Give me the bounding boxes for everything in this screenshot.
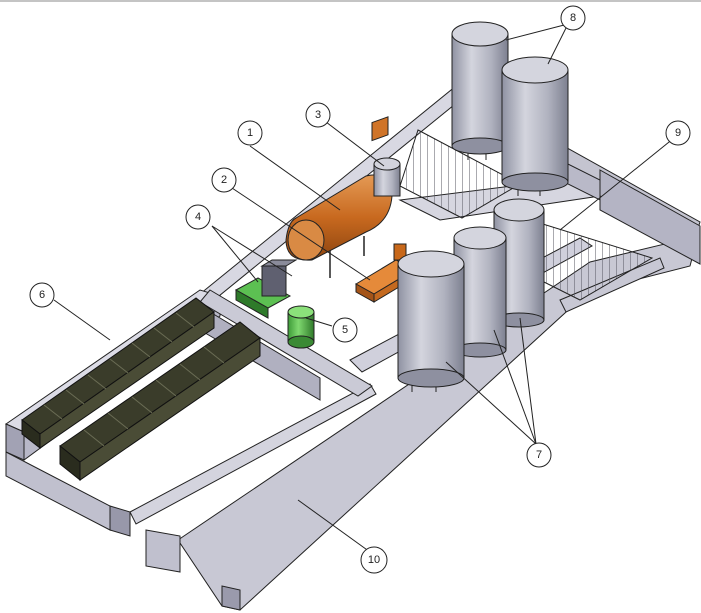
leader-10 bbox=[297, 499, 371, 553]
crate-rows bbox=[21, 297, 261, 482]
callout-group-6: 6 bbox=[29, 282, 55, 308]
green-equipment bbox=[234, 259, 298, 319]
callout-2-circle bbox=[211, 167, 237, 193]
green-cylinder bbox=[287, 305, 315, 349]
callout-10-circle bbox=[360, 546, 388, 574]
callout-group-7: 7 bbox=[526, 442, 552, 468]
crate-row-2-end bbox=[59, 444, 81, 482]
leader-4a bbox=[211, 225, 259, 283]
callout-1-circle bbox=[237, 120, 263, 146]
callout-1-label: 1 bbox=[247, 127, 253, 139]
leader-7b bbox=[493, 329, 537, 445]
leader-5 bbox=[305, 317, 333, 327]
callout-7-circle bbox=[526, 442, 552, 468]
left-wing-floor-edge bbox=[129, 383, 377, 525]
leader-9 bbox=[559, 137, 675, 231]
leader-7a bbox=[445, 361, 537, 445]
callout-5-circle bbox=[332, 317, 358, 343]
callout-3-circle bbox=[305, 102, 331, 128]
leader-3 bbox=[325, 121, 385, 167]
leader-2 bbox=[231, 187, 371, 281]
callout-3-label: 3 bbox=[315, 109, 321, 121]
callout-5-label: 5 bbox=[342, 324, 348, 336]
hatched-area-lower bbox=[529, 219, 654, 301]
callout-group-4: 4 bbox=[185, 204, 211, 230]
boiler-end-cap bbox=[287, 219, 325, 261]
storage-tanks-lower bbox=[397, 198, 545, 392]
callout-2-label: 2 bbox=[221, 174, 227, 186]
tank-8b bbox=[501, 56, 569, 196]
leader-7c bbox=[519, 317, 537, 445]
callout-group-8: 8 bbox=[560, 5, 586, 31]
callout-group-2: 2 bbox=[211, 167, 237, 193]
leader-8b bbox=[547, 23, 569, 65]
callout-8-label: 8 bbox=[570, 12, 576, 24]
leader-4b bbox=[211, 225, 293, 277]
callout-8-circle bbox=[560, 5, 586, 31]
leader-lines bbox=[53, 23, 675, 553]
callout-group-10: 10 bbox=[360, 546, 388, 574]
callout-group-9: 9 bbox=[665, 120, 691, 146]
tank-7c bbox=[397, 250, 465, 392]
leader-8a bbox=[505, 23, 569, 41]
left-wing-east-wall bbox=[199, 289, 373, 397]
boiler bbox=[285, 174, 393, 278]
crate-row-1-side bbox=[39, 311, 215, 449]
hatched-area-upper bbox=[399, 129, 522, 219]
callout-group-3: 3 bbox=[305, 102, 331, 128]
outer-wall-end bbox=[221, 585, 241, 611]
callout-9-label: 9 bbox=[675, 127, 681, 139]
left-wing-pier-1 bbox=[109, 505, 131, 537]
crate-dividers bbox=[43, 312, 225, 447]
callout-group-5: 5 bbox=[332, 317, 358, 343]
callout-6-label: 6 bbox=[39, 289, 45, 301]
left-wing-pier-2 bbox=[145, 529, 181, 573]
callout-4-label: 4 bbox=[195, 211, 201, 223]
callout-4-circle bbox=[185, 204, 211, 230]
callout-group-1: 1 bbox=[237, 120, 263, 146]
callout-7-label: 7 bbox=[536, 449, 542, 461]
leader-1 bbox=[249, 145, 341, 211]
storage-tanks-upper bbox=[451, 21, 569, 196]
tank-8a bbox=[451, 21, 509, 160]
callout-6-circle bbox=[29, 282, 55, 308]
small-tank bbox=[373, 157, 401, 197]
callout-9-circle bbox=[665, 120, 691, 146]
leader-6 bbox=[53, 299, 111, 341]
callout-10-label: 10 bbox=[368, 554, 380, 566]
control-box bbox=[261, 265, 287, 297]
